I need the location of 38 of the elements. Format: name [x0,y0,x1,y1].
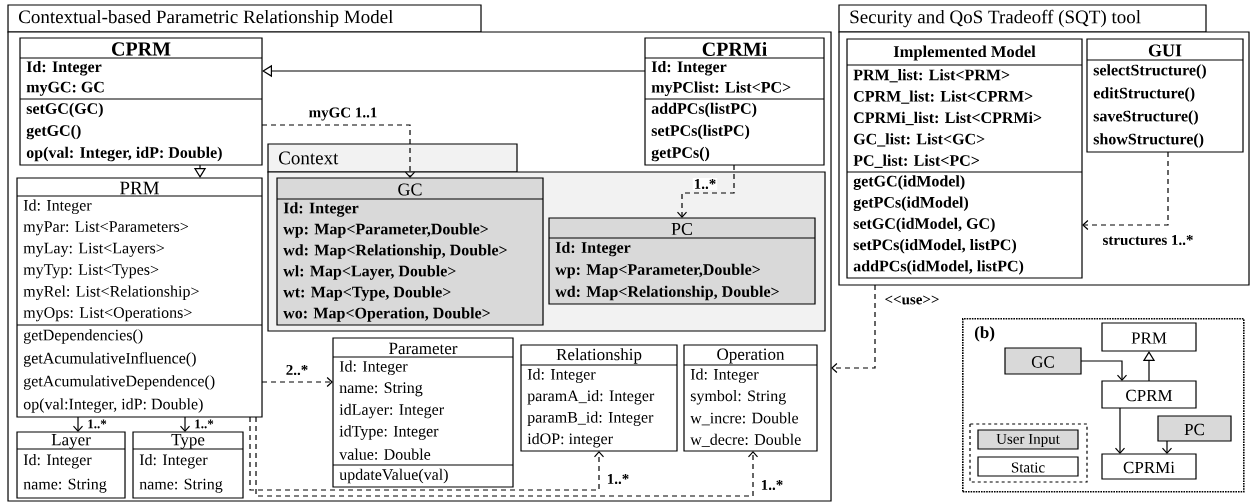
dependency-arrow [249,416,605,491]
class-box: PC [1157,415,1232,442]
edge-label: <<use>> [883,294,941,306]
edge-label: 1..* [193,418,215,430]
dependency-arrow [1082,151,1169,231]
node-label: Contextual-based Parametric Relationship Model [18,9,394,28]
dependency-arrow [676,164,735,218]
class-box: GC [1004,347,1082,375]
class-box: Parameter Id: Integer name: String idLayer: Integer idType: Integer value: Double updateValue(val) [332,337,514,488]
node-label: Context [278,151,339,165]
edge-label: 1..* [86,418,108,430]
association-arrow [72,416,84,432]
dependency-arrow [255,416,759,497]
dependency-arrow [261,376,333,388]
edge-label: myGC 1..1 [307,106,379,122]
dependency-arrow [261,124,416,178]
association-arrow [179,416,191,432]
node-label: Security and QoS Tradeoff (SQT) tool [850,9,1141,28]
class-box: PRM Id: Integer myPar: List<Parameters> myLay: List<Layers> myTyp: List<Types> myRel: List<Relationship> myOps: List<Operations> getDependencies() getAcumulativeInfluence() getAcumulativeDependence() op(val:Integer, idP: Double) [16,177,263,418]
class-box: Layer Id: Integer name: String [16,431,126,499]
class-box: Implemented Model PRM_list: List<PRM> CPRM_list: List<CPRM> CPRMi_list: List<CPRMi> GC_list: List<GC> PC_list: List<PC> getGC(idModel) getPCs(idModel) setGC(idModel, GC) setPCs(idModel, listPC) addPCs(idModel, listPC) [846,38,1083,279]
class-box: CPRM [1101,380,1197,409]
class-box: CPRMi Id: Integer myPClist: List<PC> addPCs(listPC) setPCs(listPC) getPCs() [644,37,825,166]
class-box: CPRM Id: Integer myGC: GC setGC(GC) getGC() op(val: Integer, idP: Double) [19,37,263,166]
class-box: PRM [1101,322,1197,352]
legend-item: User Input [977,429,1079,450]
legend-item: Static [977,456,1079,477]
class-box: PC Id: Integer wp: Map<Parameter,Double> wd: Map<Relationship, Double> [548,217,816,305]
class-box: Relationship Id: Integer paramA_id: Integer paramB_id: Integer idOP: integer [520,344,678,452]
class-box: Operation Id: Integer symbol: String w_incre: Double w_decre: Double [683,344,818,452]
association-arrow [1080,360,1128,381]
association-arrow [1161,440,1173,454]
association-arrow [1114,407,1126,454]
class-box: GC Id: Integer wp: Map<Parameter,Double> wd: Map<Relationship, Double> wl: Map<Layer, Double> wt: Map<Type, Double> wo: Map<Operation, Double> [276,177,544,326]
dependency-arrow [831,284,876,374]
class-box: Type Id: Integer name: String [132,431,244,499]
class-box: CPRMi [1101,453,1197,480]
class-box: GUI selectStructure() editStructure() saveStructure() showStructure() [1086,38,1244,153]
